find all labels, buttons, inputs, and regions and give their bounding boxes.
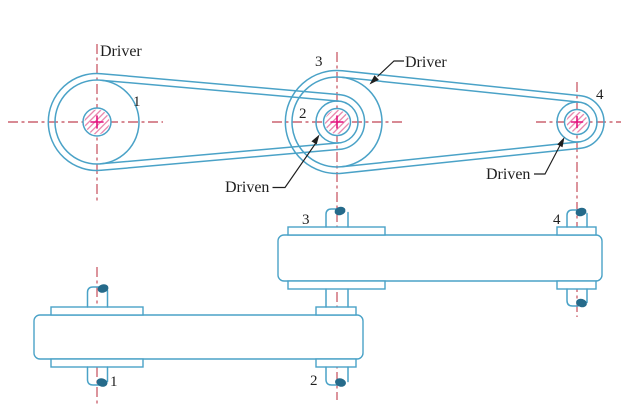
hub-pulley4 xyxy=(563,108,591,136)
pulley2-flange-top xyxy=(315,306,357,316)
hub23-center-cross xyxy=(330,115,344,129)
label-pulley1-top: 1 xyxy=(133,94,141,110)
hub1-center-cross xyxy=(90,115,104,129)
label-shaft1-side: 1 xyxy=(110,374,118,390)
driver-right-arrow xyxy=(369,60,404,85)
pulley1-flange-top xyxy=(50,306,144,316)
label-shaft3-side: 3 xyxy=(302,212,310,228)
pulley2-circle xyxy=(315,100,359,144)
shaft2-bottom-end xyxy=(335,378,346,387)
label-pulley3-top: 3 xyxy=(315,54,323,70)
pulley2-flange-bottom xyxy=(315,358,357,368)
shaft4-top-cap-outline xyxy=(566,209,588,228)
driven-left-arrowhead xyxy=(311,134,320,145)
shaft1-top-cap-outline xyxy=(86,286,109,308)
belt34-top-inner-line xyxy=(340,76,580,103)
pulley3-flange-bottom xyxy=(287,280,386,290)
shaft3-top-cap-outline xyxy=(325,208,349,228)
label-driven-left: Driven xyxy=(225,179,269,196)
side-view: 3 4 1 2 xyxy=(33,206,603,406)
shaft1-top-end xyxy=(97,284,109,293)
pulley4-flange-top xyxy=(556,226,597,236)
shaft4-bottom-cap-outline xyxy=(566,288,588,307)
driven-left-leader-line xyxy=(272,143,316,189)
belt12-body xyxy=(33,314,364,360)
shaft1-bottom-end xyxy=(96,378,108,387)
shaft4-top-cap xyxy=(566,207,588,228)
shaft1-top-cap xyxy=(86,284,109,308)
pulley1-flange-bottom xyxy=(50,358,144,368)
hub4-center-cross xyxy=(570,115,584,129)
pulley4-flange-bottom xyxy=(556,280,597,290)
top-view: Driver 1 3 2 Driver 4 Driven Driven xyxy=(8,43,621,400)
shaft3-top-end xyxy=(334,206,346,216)
driver-right-arrowhead xyxy=(369,75,379,85)
shaft4-bottom-cap xyxy=(566,288,588,308)
shaft1-bottom-cap xyxy=(86,366,109,387)
belt34-wrap-arc-pulley3 xyxy=(284,69,344,175)
shaft-2-3-connector xyxy=(325,288,349,308)
belt34-body xyxy=(277,234,603,282)
shaft2-bottom-cap-outline xyxy=(325,366,349,386)
belt34-side xyxy=(277,226,603,290)
label-driver-left: Driver xyxy=(100,43,142,60)
belt34-bottom-inner-line xyxy=(340,141,580,168)
driven-right-leader-line xyxy=(534,144,562,175)
shaft1-bottom-cap-outline xyxy=(86,366,109,386)
driver-right-leader-line xyxy=(377,60,404,77)
pulley1-circle xyxy=(54,79,140,165)
hub-pulley1 xyxy=(82,107,112,137)
hub1-outline xyxy=(82,107,112,137)
label-pulley2-top: 2 xyxy=(299,106,307,122)
label-shaft2-side: 2 xyxy=(310,373,318,389)
label-driver-right: Driver xyxy=(405,54,447,71)
shaft2-bottom-cap xyxy=(325,366,349,387)
belt12-bottom-outer-line xyxy=(100,148,341,172)
driven-right-arrowhead xyxy=(557,137,565,148)
driven-right-arrow xyxy=(534,137,565,175)
belt12-wrap-arc-pulley2 xyxy=(338,93,366,151)
belt12-side xyxy=(33,306,364,368)
shaft3-top-cap xyxy=(325,206,349,228)
pulley3-flange-top xyxy=(287,226,386,236)
label-shaft4-side: 4 xyxy=(553,212,561,228)
label-driven-right: Driven xyxy=(486,166,530,183)
label-pulley4-top: 4 xyxy=(596,87,604,103)
hub4-outline xyxy=(563,108,591,136)
belt12-top-outer-line xyxy=(100,72,341,96)
driven-left-arrow xyxy=(272,134,320,189)
pulley4-circle xyxy=(556,101,598,143)
belt34-top-outer-line xyxy=(341,70,581,97)
belt34-wrap-arc-pulley4 xyxy=(579,94,605,150)
hub-pulley23 xyxy=(322,107,352,137)
shaft4-top-end xyxy=(575,207,587,217)
hub23-outline xyxy=(322,107,352,137)
belt34-bottom-outer-line xyxy=(341,147,581,174)
belt-3-4 xyxy=(284,69,605,175)
pulley3-circle xyxy=(291,76,383,168)
belt12-wrap-arc-pulley1 xyxy=(47,72,102,172)
shaft4-bottom-end xyxy=(576,298,587,308)
